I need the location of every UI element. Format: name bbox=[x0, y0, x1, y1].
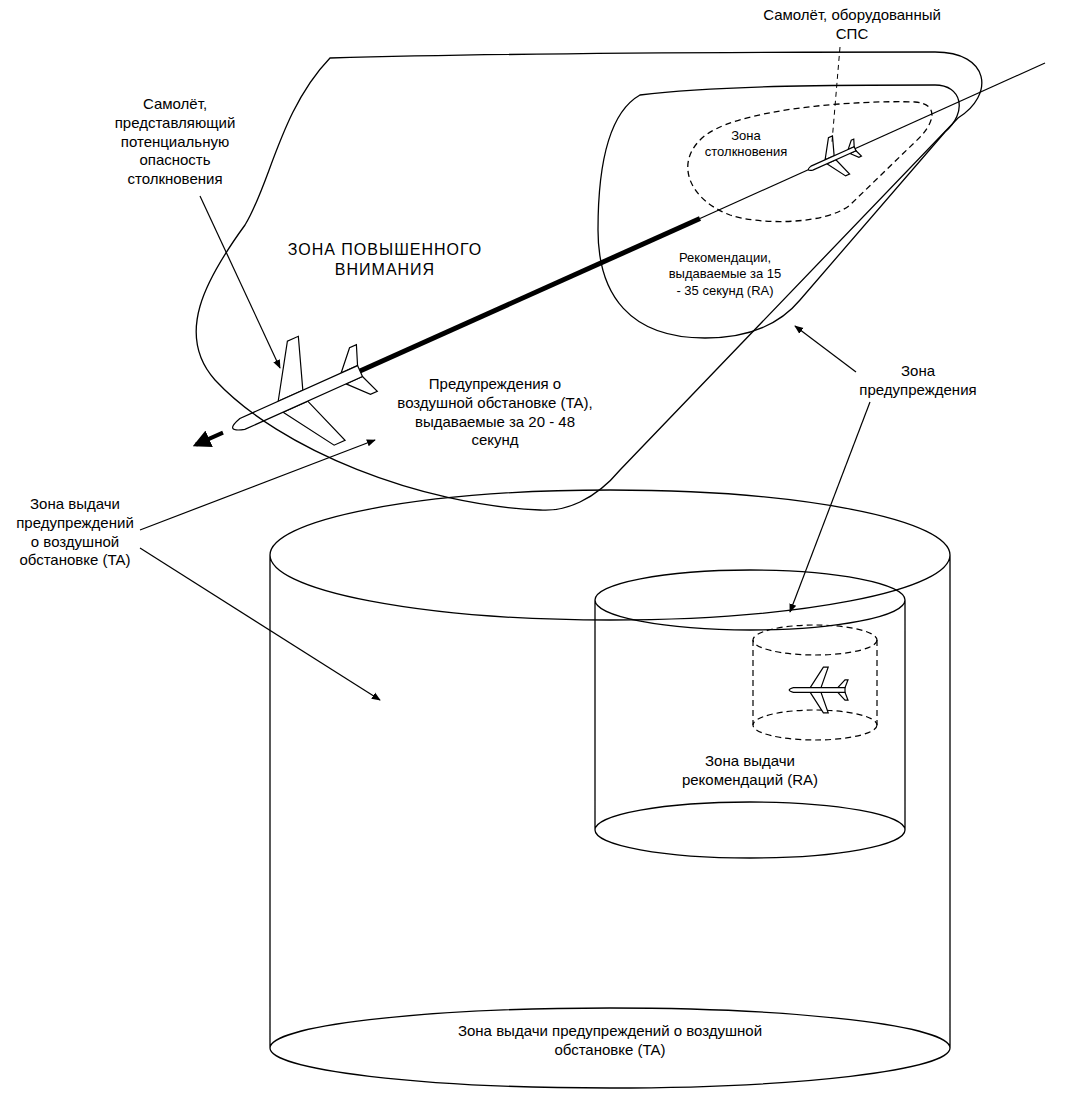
annotation-label: Зона предупреждения bbox=[858, 362, 978, 400]
annotation-label: Зона выдачи предупреждений о воздушной о… bbox=[10, 495, 140, 570]
leader-line bbox=[140, 440, 375, 530]
leader-line bbox=[200, 196, 280, 368]
annotation-label: Самолёт, оборудованный СПС bbox=[752, 6, 952, 44]
zone-outline bbox=[670, 95, 950, 230]
leader-line bbox=[832, 47, 840, 142]
intruder-aircraft bbox=[209, 316, 390, 480]
annotation-label: Самолёт, представляющий потенциальную оп… bbox=[105, 95, 245, 189]
zone-shape: Зона столкновения bbox=[670, 95, 950, 230]
heading-arrow bbox=[196, 433, 223, 445]
cylinder-aircraft bbox=[789, 667, 848, 713]
zone-shape: Рекомендации, выдаваемые за 15 - 35 секу… bbox=[590, 78, 980, 343]
leader-line bbox=[795, 326, 856, 372]
zone-text: Зона выдачи предупреждений о воздушной о… bbox=[440, 1022, 780, 1060]
zone-outline bbox=[150, 40, 1000, 520]
zone-outline-path bbox=[196, 52, 982, 510]
zone-outline bbox=[590, 78, 980, 343]
zone-text: ЗОНА ПОВЫШЕННОГО ВНИМАНИЯ bbox=[280, 240, 490, 280]
leader-line bbox=[790, 402, 870, 612]
zone-shape: Зона выдачи предупреждений о воздушной о… bbox=[265, 485, 955, 1093]
zone-outline-path bbox=[595, 570, 905, 858]
zone-shape: Зона выдачи рекомендаций (RA) bbox=[590, 565, 910, 865]
collision-cylinder bbox=[753, 625, 877, 740]
zone-text: Зона столкновения bbox=[700, 128, 792, 161]
own-aircraft bbox=[800, 129, 866, 189]
zone-outline-path bbox=[688, 102, 932, 222]
zone-shape: ЗОНА ПОВЫШЕННОГО ВНИМАНИЯ Предупреждения … bbox=[150, 40, 1000, 520]
zone-outline bbox=[265, 485, 955, 1093]
zone-text: Рекомендации, выдаваемые за 15 - 35 секу… bbox=[665, 250, 785, 299]
leader-line bbox=[140, 548, 380, 700]
zone-outline bbox=[590, 565, 910, 865]
zone-outline-path bbox=[598, 85, 959, 338]
zone-text: Зона выдачи рекомендаций (RA) bbox=[670, 752, 830, 790]
zone-outline-path bbox=[270, 490, 950, 1088]
flight-path bbox=[700, 63, 1045, 219]
zone-text: Предупреждения о воздушной обстановке (T… bbox=[390, 375, 600, 450]
